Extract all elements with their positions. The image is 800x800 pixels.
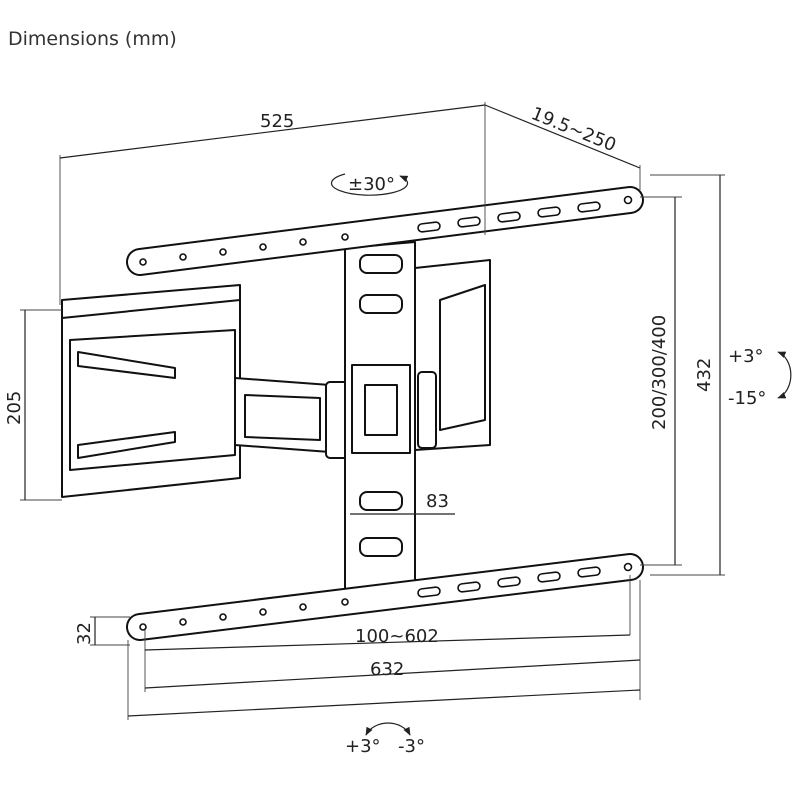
label-wall-plate-height: 205 bbox=[4, 391, 25, 425]
label-tilt-down: -15° bbox=[728, 388, 766, 409]
tilt-arrow-icon bbox=[777, 351, 792, 399]
swivel-arrow-icon bbox=[330, 173, 409, 196]
bottom-vesa-bar bbox=[126, 553, 644, 641]
label-rotate-plus: +3° bbox=[345, 736, 381, 757]
label-vesa-vertical: 200/300/400 bbox=[649, 315, 670, 430]
diagram-title: Dimensions (mm) bbox=[8, 28, 177, 50]
label-rotate-minus: -3° bbox=[398, 736, 425, 757]
label-depth: 19.5~250 bbox=[528, 103, 619, 156]
label-plate-width: 83 bbox=[426, 491, 449, 512]
articulating-arms bbox=[234, 259, 491, 459]
label-vesa-horizontal: 100~602 bbox=[355, 626, 439, 647]
label-width-top: 525 bbox=[260, 111, 294, 132]
label-bar-height: 32 bbox=[74, 622, 95, 645]
dimension-lines bbox=[20, 102, 725, 720]
label-tilt-up: +3° bbox=[728, 346, 764, 367]
vertical-tv-plate bbox=[344, 241, 416, 593]
label-overall-height: 432 bbox=[694, 358, 715, 392]
top-vesa-bar bbox=[126, 186, 644, 276]
rotation-arrow-icon bbox=[365, 722, 411, 736]
wall-plate bbox=[61, 284, 241, 498]
label-swivel: ±30° bbox=[348, 174, 395, 195]
label-overall-width: 632 bbox=[370, 659, 404, 680]
